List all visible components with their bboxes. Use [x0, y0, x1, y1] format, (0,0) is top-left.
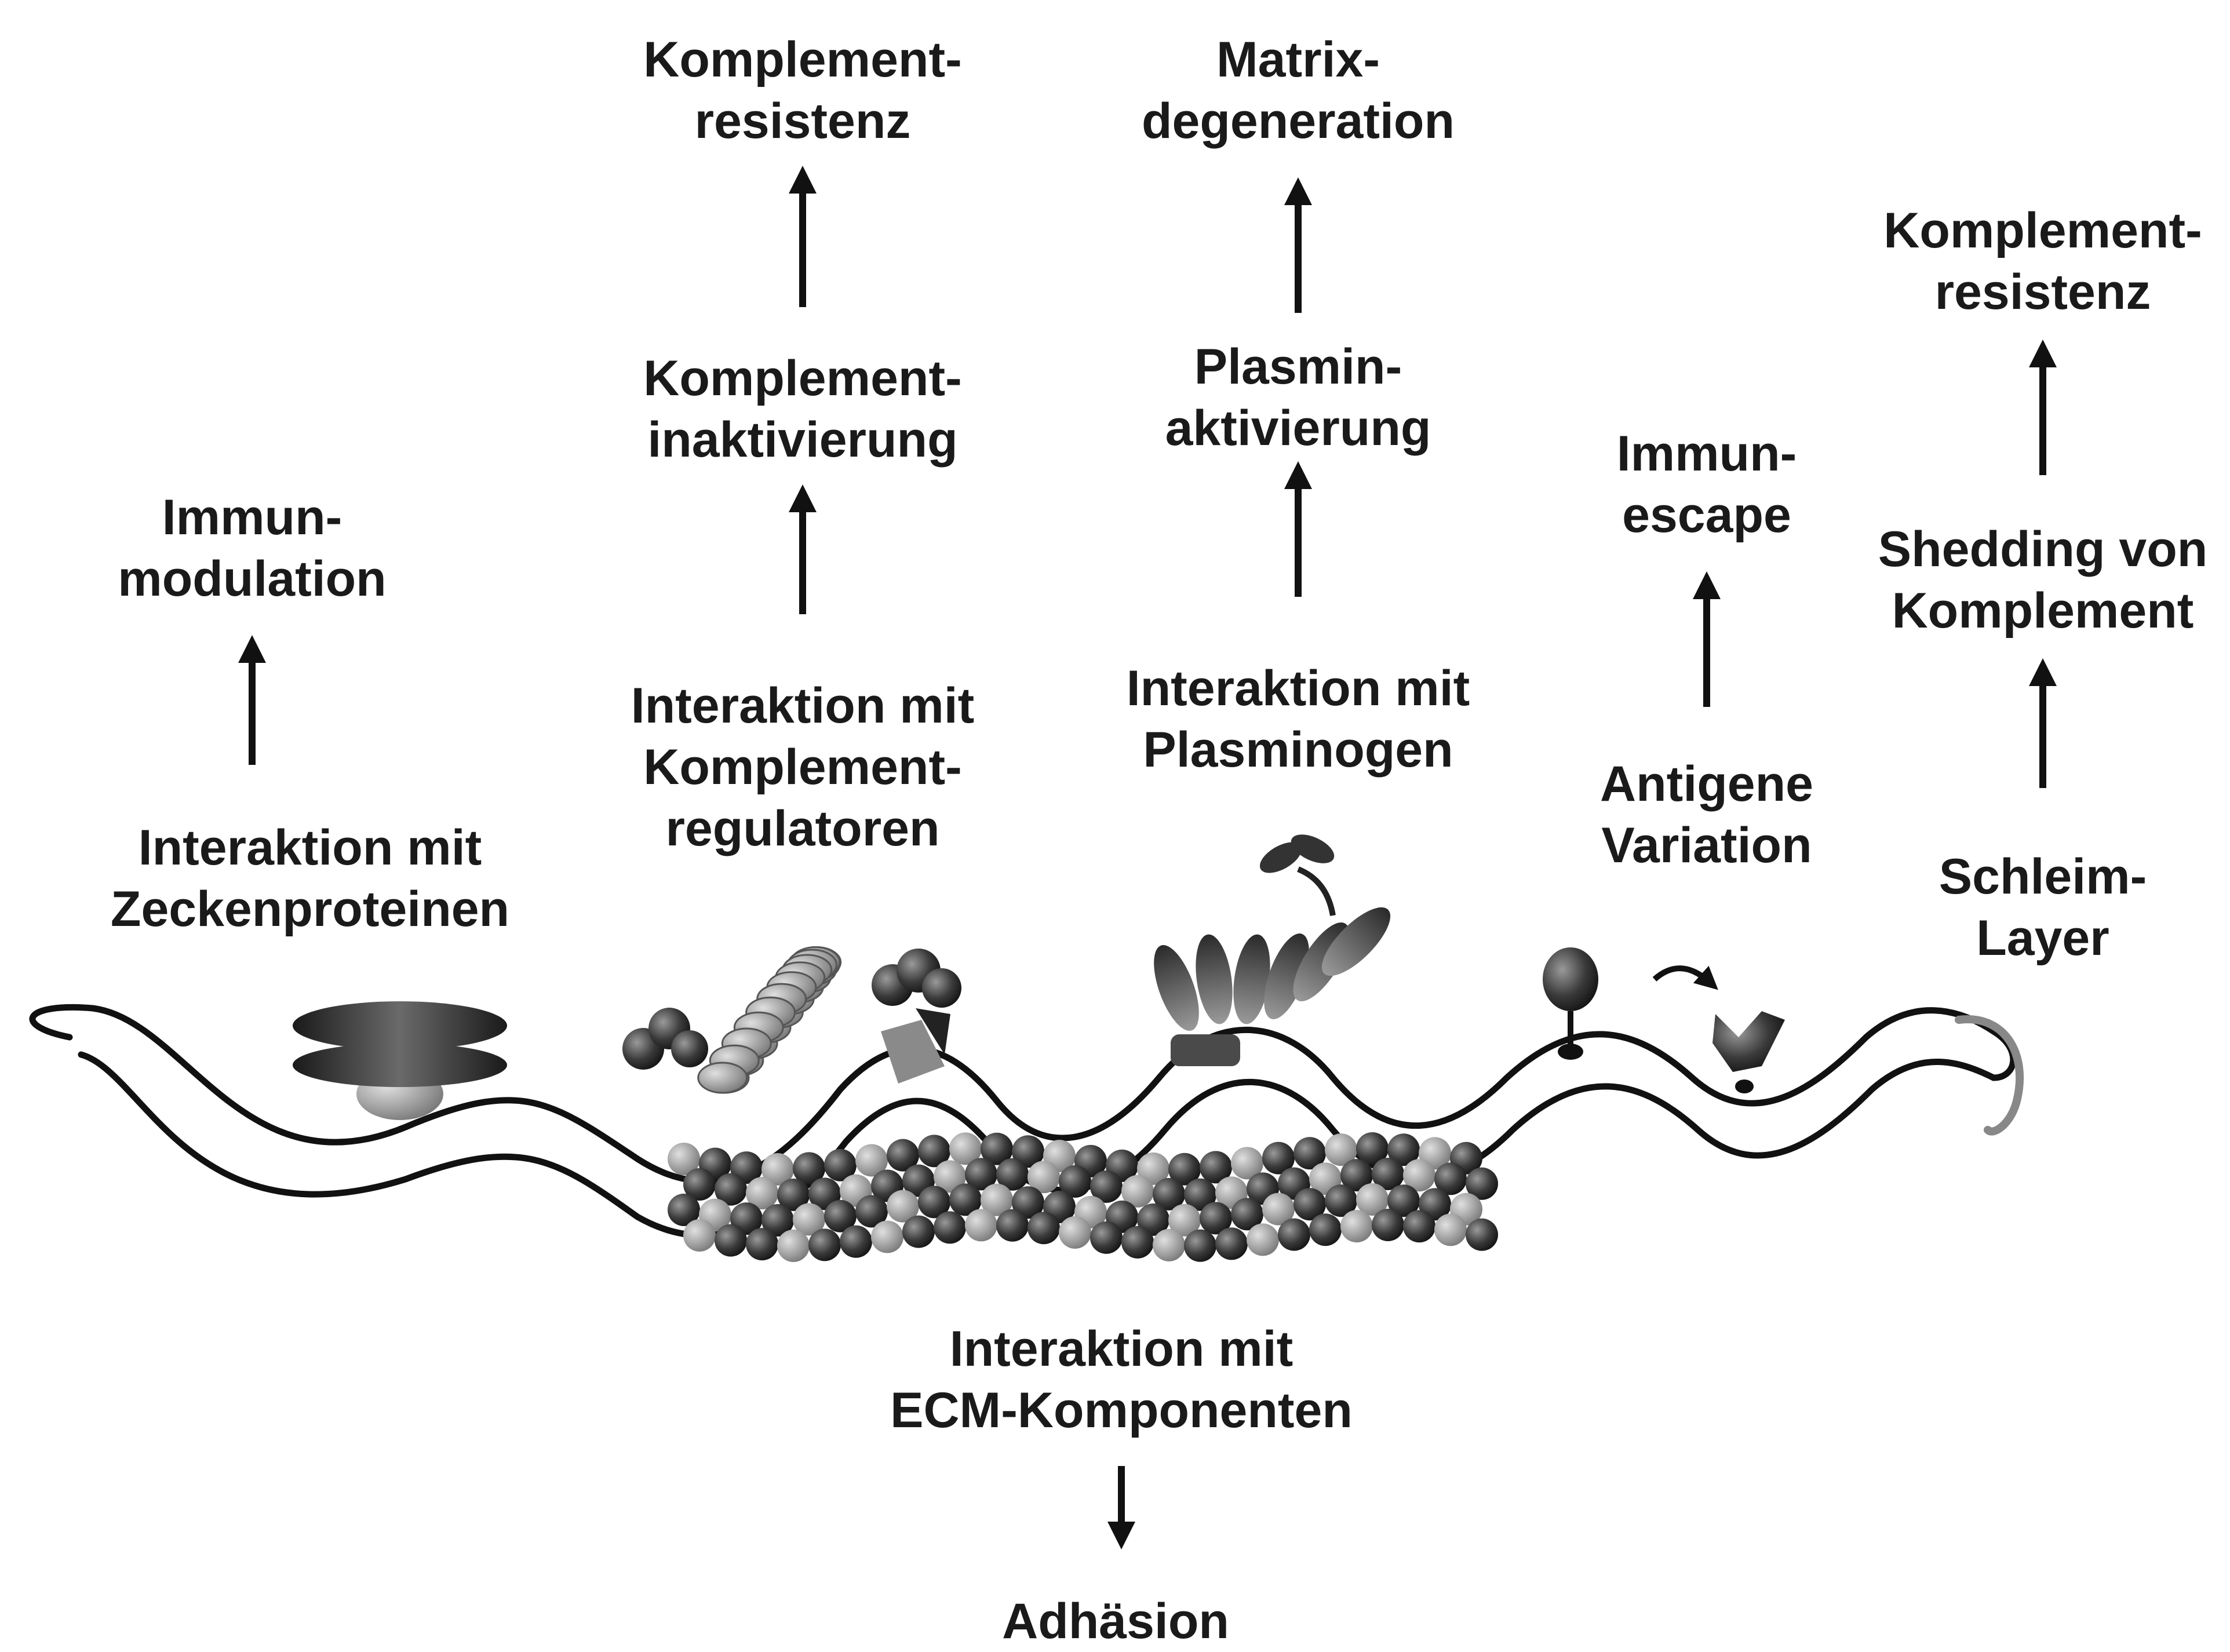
- label-line: Komplement-: [631, 736, 975, 798]
- ecm-bead: [934, 1211, 966, 1243]
- ecm-bead: [840, 1226, 872, 1258]
- label-line: Interaktion mit: [631, 675, 975, 736]
- label-line: Immun-: [1617, 423, 1797, 484]
- label-line: Plasmin-: [1165, 336, 1431, 397]
- ecm-bead: [808, 1228, 841, 1261]
- ecm-bead: [1372, 1209, 1404, 1241]
- label-line: Schleim-: [1939, 846, 2147, 907]
- label-adhesion: Adhäsion: [1002, 1591, 1229, 1652]
- shedding-arrow: [1655, 968, 1710, 982]
- label-line: degeneration: [1142, 90, 1455, 152]
- label-line: Antigene: [1600, 753, 1813, 815]
- ecm-bead: [965, 1209, 997, 1241]
- label-line: Interaktion mit: [1127, 658, 1470, 719]
- ecm-bead: [1247, 1223, 1279, 1256]
- label-line: Shedding von: [1878, 519, 2208, 580]
- label-line: resistenz: [1883, 261, 2202, 323]
- label-complement-resistance-2: Komplement-resistenz: [1883, 200, 2202, 323]
- label-line: Komplement-: [643, 348, 961, 409]
- label-line: Adhäsion: [1002, 1591, 1229, 1652]
- ecm-bead: [1090, 1221, 1123, 1254]
- ecm-bead: [1153, 1229, 1185, 1261]
- label-complement-inactivation: Komplement-inaktivierung: [643, 348, 961, 471]
- label-line: inaktivierung: [643, 409, 961, 471]
- ecm-bead: [902, 1216, 935, 1248]
- label-line: Interaktion mit: [890, 1318, 1353, 1380]
- label-line: escape: [1617, 484, 1797, 546]
- label-line: regulatoren: [631, 798, 975, 859]
- label-line: Layer: [1939, 907, 2147, 969]
- label-immunomodulation: Immun-modulation: [118, 487, 386, 610]
- ecm-bead: [1434, 1213, 1467, 1246]
- label-line: modulation: [118, 548, 386, 610]
- label-line: Plasminogen: [1127, 719, 1470, 781]
- label-line: resistenz: [643, 90, 961, 152]
- label-line: Interaktion mit: [111, 817, 509, 878]
- ecm-component-cluster: [668, 1132, 1498, 1262]
- ecm-bead: [871, 1221, 903, 1253]
- label-line: ECM-Komponenten: [890, 1380, 1353, 1441]
- complement-regulator-proteins: [622, 947, 961, 1093]
- ecm-bead: [1340, 1210, 1373, 1242]
- label-line: Immun-: [118, 487, 386, 548]
- shed-complement-molecule: [1712, 1011, 1785, 1093]
- ecm-bead: [1215, 1227, 1248, 1260]
- ecm-bead: [1278, 1219, 1310, 1251]
- ecm-bead: [746, 1228, 778, 1260]
- label-line: Komplement-: [1883, 200, 2202, 261]
- label-plasmin-activation: Plasmin-aktivierung: [1165, 336, 1431, 459]
- ecm-bead: [715, 1224, 747, 1257]
- ecm-bead: [1466, 1219, 1498, 1251]
- ecm-bead: [1403, 1210, 1435, 1242]
- regulator-blob-right: [872, 949, 961, 1084]
- label-immune-escape: Immun-escape: [1617, 423, 1797, 546]
- ecm-bead: [1027, 1212, 1060, 1244]
- ecm-bead: [777, 1230, 810, 1262]
- label-line: aktivierung: [1165, 397, 1431, 459]
- ecm-bead: [996, 1209, 1029, 1242]
- ecm-bead: [683, 1219, 716, 1252]
- plasminogen-stem: [1298, 869, 1333, 916]
- ecm-bead: [1121, 1226, 1154, 1259]
- label-slime-layer: Schleim-Layer: [1939, 846, 2147, 969]
- label-line: Zeckenproteinen: [111, 878, 509, 940]
- label-line: Komplement: [1878, 580, 2208, 641]
- label-matrix-degeneration: Matrix-degeneration: [1142, 29, 1455, 152]
- label-line: Variation: [1600, 815, 1813, 876]
- plasminogen-head-lobe: [1287, 829, 1338, 869]
- label-line: Matrix-: [1142, 29, 1455, 90]
- label-complement-shedding: Shedding vonKomplement: [1878, 519, 2208, 641]
- label-complement-resistance-1: Komplement-resistenz: [643, 29, 961, 152]
- ecm-bead: [1059, 1216, 1091, 1249]
- ecm-bead: [1184, 1230, 1216, 1262]
- regulator-coil-segment: [698, 1063, 747, 1093]
- label-line: Komplement-: [643, 29, 961, 90]
- ecm-bead: [1309, 1213, 1342, 1246]
- regulator-blob-left: [622, 1008, 708, 1070]
